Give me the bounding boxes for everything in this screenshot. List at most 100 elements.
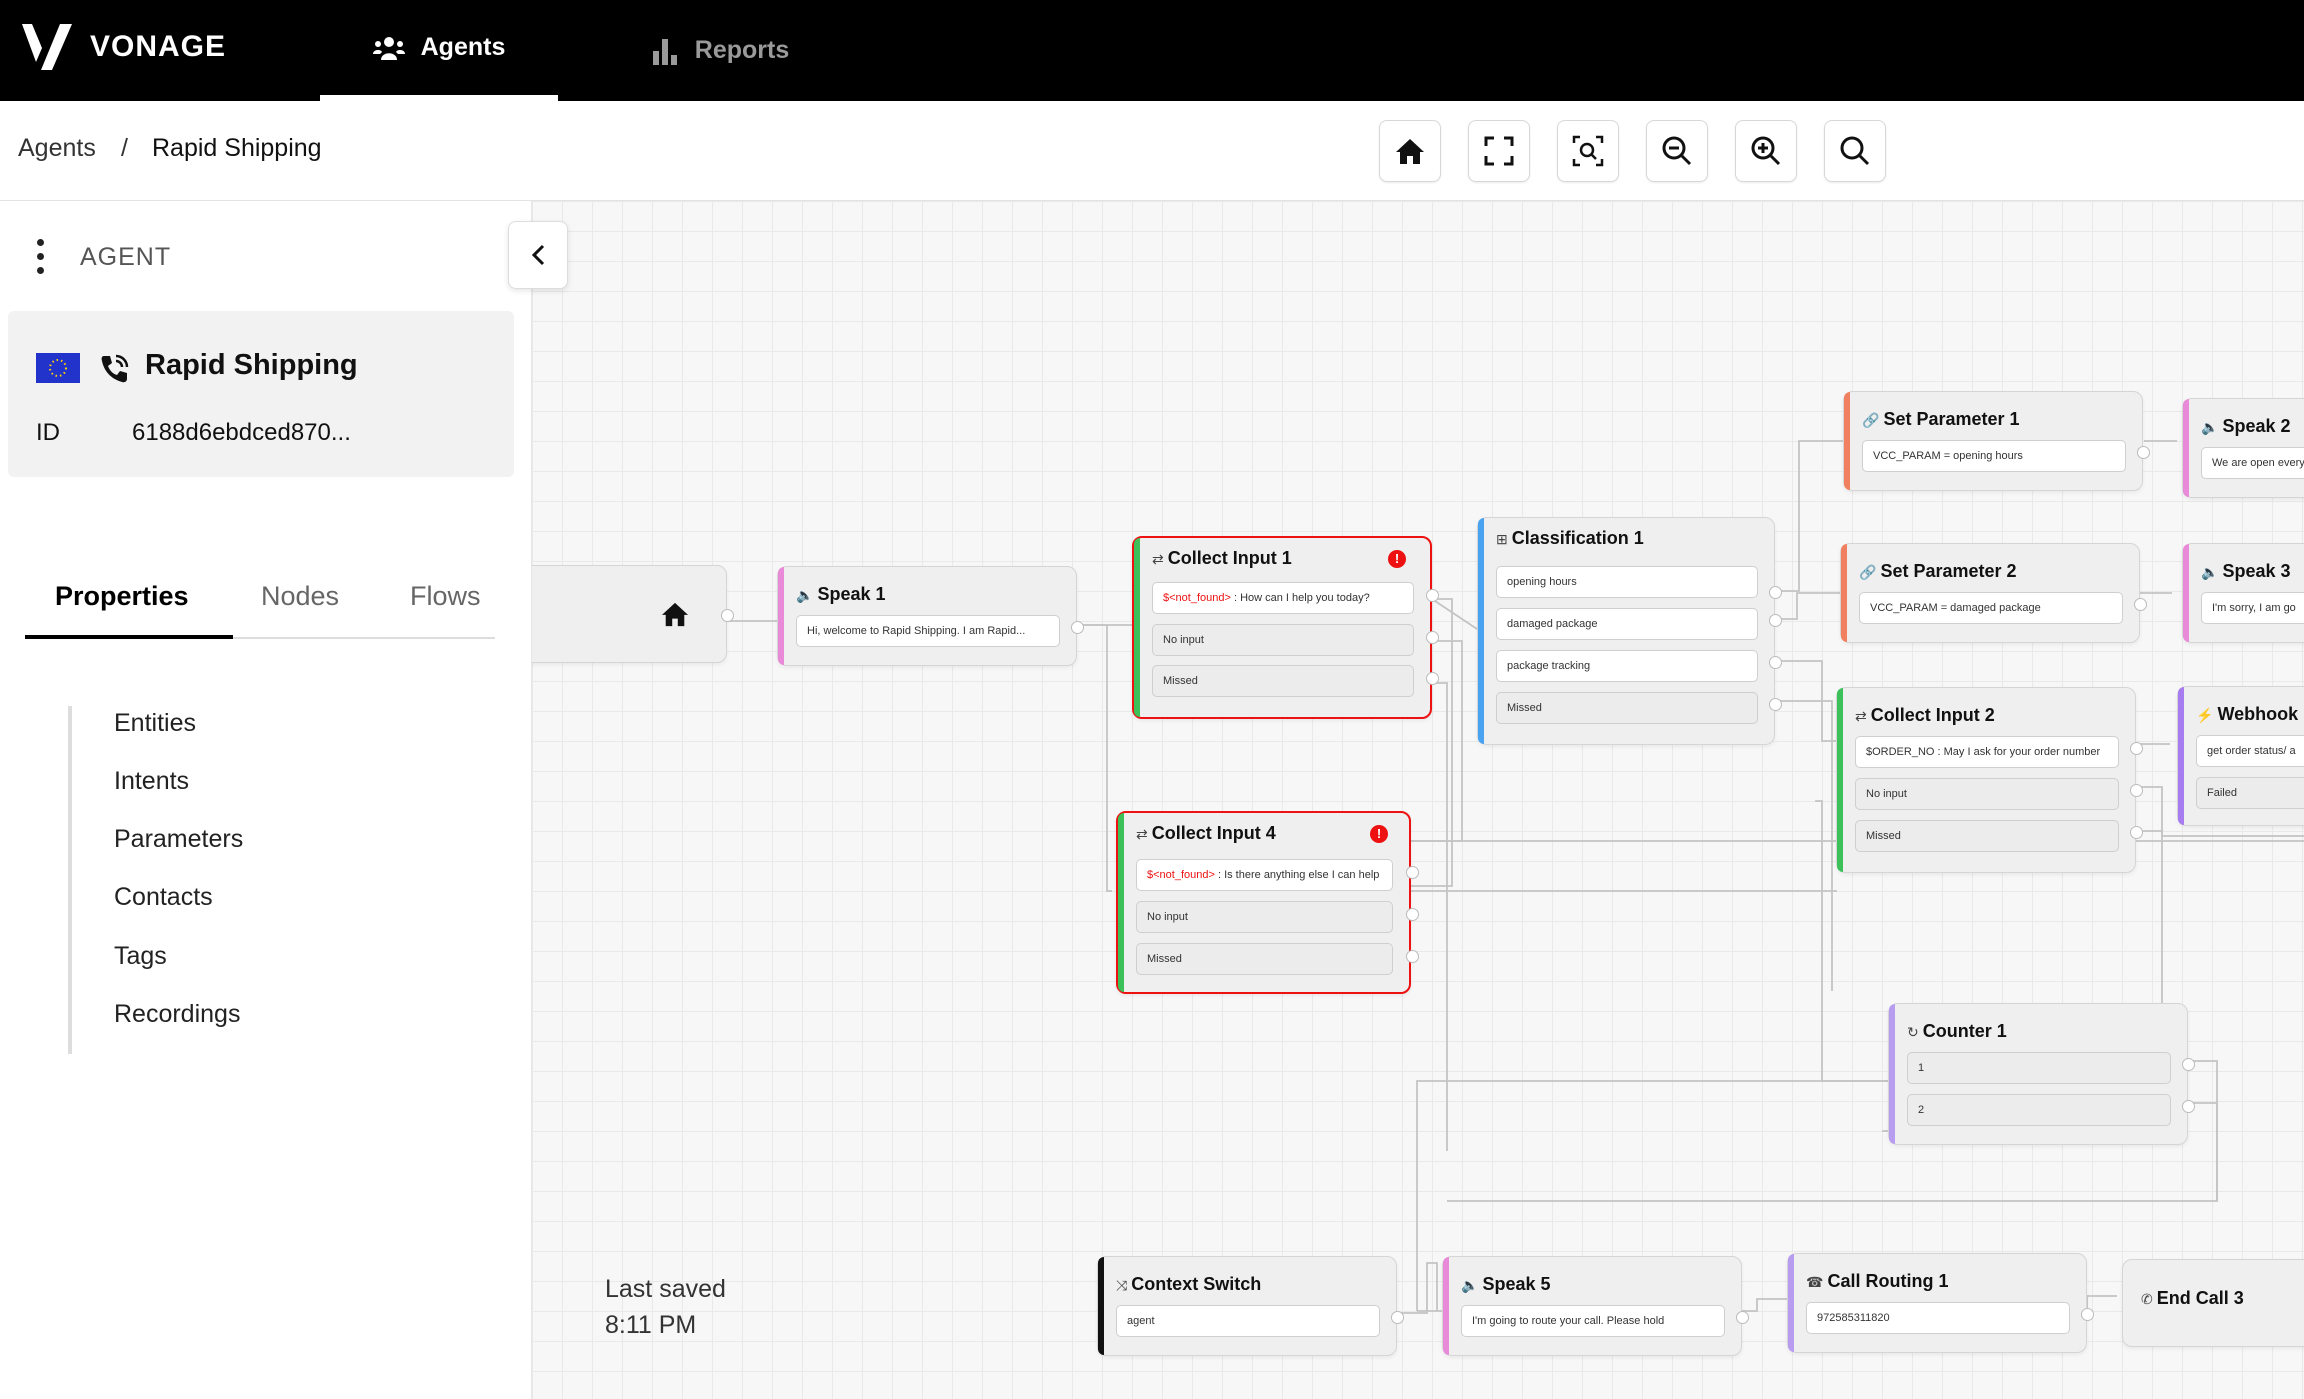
node-set-parameter-2[interactable]: 🔗Set Parameter 2 VCC_PARAM = damaged pac… — [1840, 543, 2147, 643]
home-button[interactable] — [1379, 120, 1441, 182]
intent-branch[interactable]: package tracking — [1496, 650, 1758, 682]
input-icon: ⇄ — [1152, 551, 1164, 567]
node-text-field[interactable]: Hi, welcome to Rapid Shipping. I am Rapi… — [796, 615, 1060, 647]
output-port[interactable] — [1769, 586, 1782, 599]
output-port[interactable] — [1406, 908, 1419, 921]
output-port[interactable] — [1769, 656, 1782, 669]
menu-item-contacts[interactable]: Contacts — [114, 883, 213, 911]
search-button[interactable] — [1824, 120, 1886, 182]
error-icon[interactable]: ! — [1370, 825, 1388, 843]
node-text-field[interactable]: I'm sorry, I am go — [2201, 592, 2304, 624]
brand-logo[interactable]: VONAGE — [22, 24, 226, 70]
menu-item-recordings[interactable]: Recordings — [114, 1000, 241, 1028]
no-input-branch[interactable]: No input — [1855, 778, 2119, 810]
webhook-request[interactable]: get order status/ a — [2196, 735, 2304, 767]
home-icon — [662, 602, 688, 627]
node-speak-2[interactable]: 🔈Speak 2 We are open every — [2182, 398, 2304, 498]
error-icon[interactable]: ! — [1388, 550, 1406, 568]
output-port[interactable] — [2081, 1308, 2094, 1321]
more-options-icon[interactable] — [36, 239, 46, 275]
fit-screen-button[interactable] — [1468, 120, 1530, 182]
node-title: ⊞Classification 1 — [1496, 528, 1644, 548]
output-port[interactable] — [1406, 950, 1419, 963]
output-port[interactable] — [1071, 621, 1084, 634]
flow-canvas[interactable]: 🔈Speak 1 Hi, welcome to Rapid Shipping. … — [532, 201, 2304, 1399]
last-saved-time: 8:11 PM — [605, 1311, 697, 1339]
intent-branch[interactable]: damaged package — [1496, 608, 1758, 640]
zoom-in-button[interactable] — [1735, 120, 1797, 182]
node-call-routing-1[interactable]: ☎Call Routing 1 972585311820 — [1787, 1253, 2094, 1353]
start-node[interactable] — [532, 565, 734, 663]
output-port[interactable] — [1391, 1311, 1404, 1324]
nav-tab-reports[interactable]: Reports — [620, 0, 820, 101]
missed-branch[interactable]: Missed — [1152, 665, 1414, 697]
output-port[interactable] — [2134, 598, 2147, 611]
output-port[interactable] — [1426, 672, 1439, 685]
missed-branch[interactable]: Missed — [1136, 943, 1393, 975]
output-port[interactable] — [2182, 1100, 2195, 1113]
node-text-field[interactable]: We are open every — [2201, 447, 2304, 479]
fit-screen-icon — [1484, 136, 1514, 166]
missed-branch[interactable]: Missed — [1855, 820, 2119, 852]
no-input-branch[interactable]: No input — [1152, 624, 1414, 656]
menu-item-tags[interactable]: Tags — [114, 942, 167, 970]
tab-nodes[interactable]: Nodes — [261, 581, 340, 611]
menu-item-parameters[interactable]: Parameters — [114, 825, 244, 853]
node-classification-1[interactable]: ⊞Classification 1 opening hours damaged … — [1477, 517, 1782, 745]
counter-branch[interactable]: 2 — [1907, 1094, 2171, 1126]
parameter-assignment[interactable]: VCC_PARAM = damaged package — [1859, 592, 2123, 624]
intent-branch[interactable]: opening hours — [1496, 566, 1758, 598]
node-text-field[interactable]: I'm going to route your call. Please hol… — [1461, 1305, 1725, 1337]
node-counter-1[interactable]: ↻Counter 1 1 2 — [1888, 1003, 2195, 1145]
sidebar-section-label: AGENT — [80, 243, 172, 271]
node-collect-input-2[interactable]: ⇄Collect Input 2 $ORDER_NO : May I ask f… — [1836, 687, 2143, 873]
collapse-sidebar-button[interactable] — [508, 221, 568, 289]
failed-branch[interactable]: Failed — [2196, 777, 2304, 809]
output-port[interactable] — [1406, 866, 1419, 879]
output-port[interactable] — [2182, 1058, 2195, 1071]
node-title: ⚡Webhook — [2196, 704, 2299, 724]
classification-icon: ⊞ — [1496, 531, 1508, 547]
output-port[interactable] — [2130, 826, 2143, 839]
breadcrumb-agents-link[interactable]: Agents — [18, 134, 96, 162]
output-port[interactable] — [2137, 446, 2150, 459]
prompt-field[interactable]: $<not_found> : How can I help you today? — [1152, 582, 1414, 614]
speaker-icon: 🔈 — [2201, 564, 2219, 580]
shuffle-icon: ⤨ — [1116, 1277, 1128, 1293]
node-speak-5[interactable]: 🔈Speak 5 I'm going to route your call. P… — [1442, 1256, 1749, 1356]
routing-number[interactable]: 972585311820 — [1806, 1302, 2070, 1334]
output-port[interactable] — [1426, 631, 1439, 644]
agent-id-value: 6188d6ebdced870... — [132, 419, 351, 446]
node-collect-input-1[interactable]: ⇄Collect Input 1 ! $<not_found> : How ca… — [1132, 536, 1439, 719]
prompt-field[interactable]: $ORDER_NO : May I ask for your order num… — [1855, 736, 2119, 768]
output-port[interactable] — [721, 609, 734, 622]
node-type-stripe — [1098, 1257, 1104, 1355]
tab-flows[interactable]: Flows — [410, 581, 481, 611]
zoom-out-button[interactable] — [1646, 120, 1708, 182]
prompt-field[interactable]: $<not_found> : Is there anything else I … — [1136, 859, 1393, 891]
context-target[interactable]: agent — [1116, 1305, 1380, 1337]
counter-branch[interactable]: 1 — [1907, 1052, 2171, 1084]
zoom-fit-button[interactable] — [1557, 120, 1619, 182]
output-port[interactable] — [1426, 589, 1439, 602]
menu-item-intents[interactable]: Intents — [114, 767, 190, 795]
node-set-parameter-1[interactable]: 🔗Set Parameter 1 VCC_PARAM = opening hou… — [1843, 391, 2150, 491]
output-port[interactable] — [1769, 698, 1782, 711]
output-port[interactable] — [1769, 614, 1782, 627]
output-port[interactable] — [1736, 1311, 1749, 1324]
node-speak-1[interactable]: 🔈Speak 1 Hi, welcome to Rapid Shipping. … — [777, 566, 1084, 666]
output-port[interactable] — [2130, 784, 2143, 797]
node-speak-3[interactable]: 🔈Speak 3 I'm sorry, I am go — [2182, 543, 2304, 643]
missed-branch[interactable]: Missed — [1496, 692, 1758, 724]
menu-item-entities[interactable]: Entities — [114, 709, 196, 737]
node-end-call-3[interactable]: ✆End Call 3 — [2122, 1259, 2304, 1347]
agent-card: Rapid Shipping ID 6188d6ebdced870... — [8, 311, 514, 477]
node-webhook[interactable]: ⚡Webhook get order status/ a Failed — [2177, 686, 2304, 826]
node-collect-input-4[interactable]: ⇄Collect Input 4 ! $<not_found> : Is the… — [1116, 811, 1419, 994]
tab-properties[interactable]: Properties — [55, 581, 189, 611]
no-input-branch[interactable]: No input — [1136, 901, 1393, 933]
node-context-switch[interactable]: ⤨Context Switch agent — [1097, 1256, 1404, 1356]
nav-tab-agents[interactable]: Agents — [320, 0, 558, 101]
output-port[interactable] — [2130, 742, 2143, 755]
parameter-assignment[interactable]: VCC_PARAM = opening hours — [1862, 440, 2126, 472]
